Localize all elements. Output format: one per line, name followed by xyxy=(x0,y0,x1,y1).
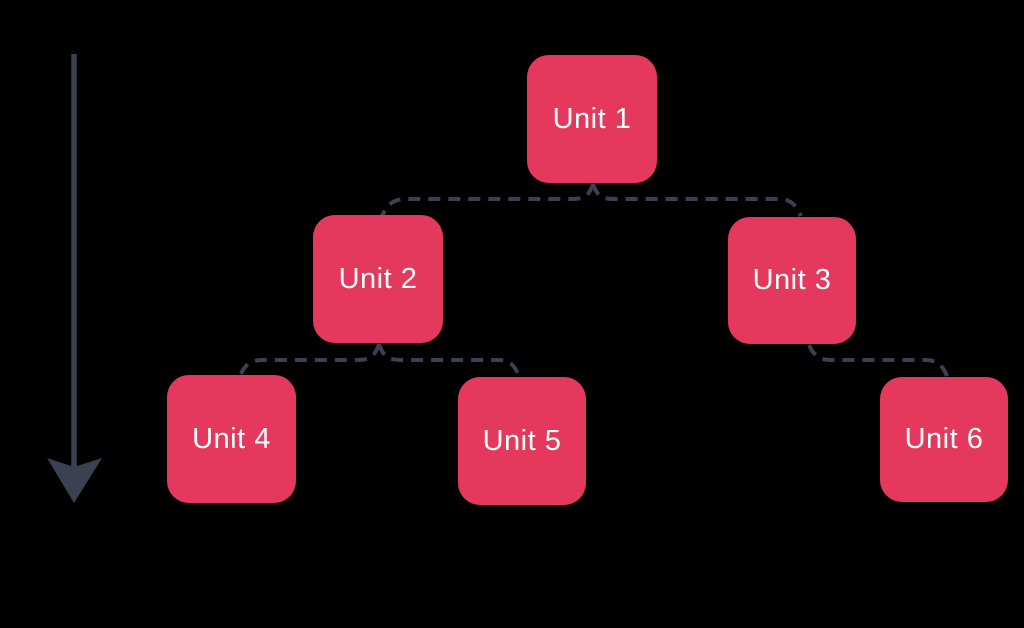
connector-unit3-unit6 xyxy=(807,344,949,377)
connector-unit2-unit4 xyxy=(238,343,381,377)
node-unit-5: Unit 5 xyxy=(458,377,586,505)
node-unit-4: Unit 4 xyxy=(167,375,296,503)
node-unit-6: Unit 6 xyxy=(880,377,1008,502)
connector-unit1-unit2 xyxy=(380,183,595,217)
node-unit-3: Unit 3 xyxy=(728,217,856,344)
connector-unit1-unit3 xyxy=(591,183,803,217)
connector-unit2-unit5 xyxy=(377,343,521,377)
node-unit-2: Unit 2 xyxy=(313,215,443,343)
node-unit-1: Unit 1 xyxy=(527,55,657,183)
downward-arrow-icon xyxy=(47,54,102,503)
